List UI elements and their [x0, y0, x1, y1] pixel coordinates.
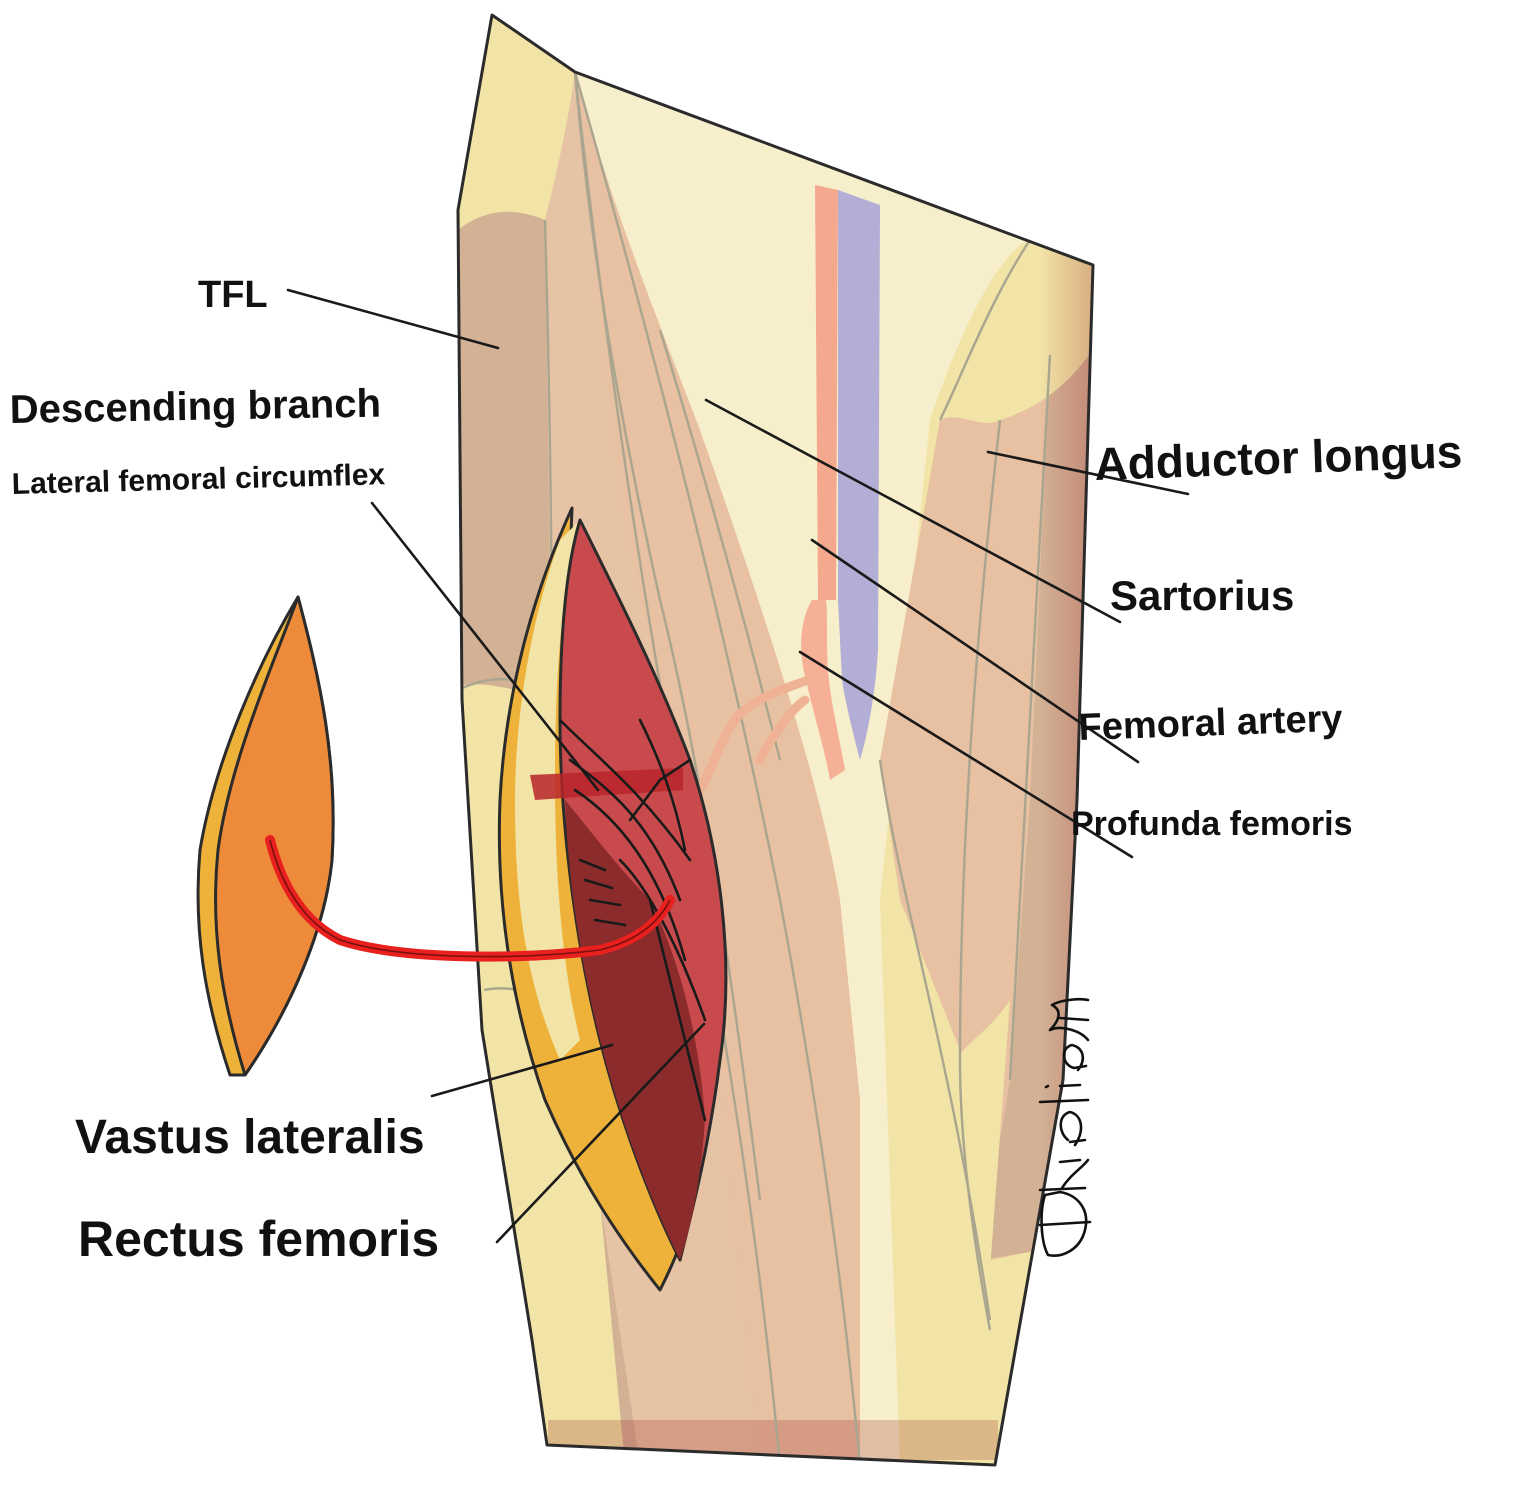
- labels: TFL Descending branch Lateral femoral ci…: [9, 274, 1463, 1267]
- tfl-muscle: [458, 211, 552, 700]
- label-femoral-artery: Femoral artery: [1078, 698, 1343, 749]
- rectus-femoris-exposed: [565, 800, 705, 1260]
- label-tfl: TFL: [198, 274, 268, 316]
- flap-body: [214, 595, 335, 1077]
- exposed-muscle-window: [497, 506, 728, 1292]
- label-descending-branch: Descending branch: [9, 382, 381, 432]
- label-sartorius: Sartorius: [1110, 572, 1294, 619]
- label-lateral-femoral-circumflex: Lateral femoral circumflex: [11, 458, 386, 501]
- label-adductor-longus: Adductor longus: [1094, 425, 1464, 490]
- lfca-branch: [695, 675, 813, 795]
- femoral-artery: [815, 185, 838, 600]
- sartorius-muscle: [550, 72, 860, 1465]
- lateral-band-lower: [482, 988, 625, 1465]
- label-vastus-lateralis: Vastus lateralis: [75, 1111, 425, 1164]
- femoral-vein: [838, 190, 880, 760]
- artist-signature: [1038, 997, 1092, 1257]
- profunda-femoris-artery: [801, 600, 845, 780]
- label-rectus-femoris: Rectus femoris: [78, 1211, 439, 1267]
- label-profunda-femoris: Profunda femoris: [1071, 805, 1352, 843]
- leader-lines: [286, 288, 1190, 1244]
- harvested-flap: [196, 595, 675, 1077]
- pedicle-crossing: [530, 768, 683, 800]
